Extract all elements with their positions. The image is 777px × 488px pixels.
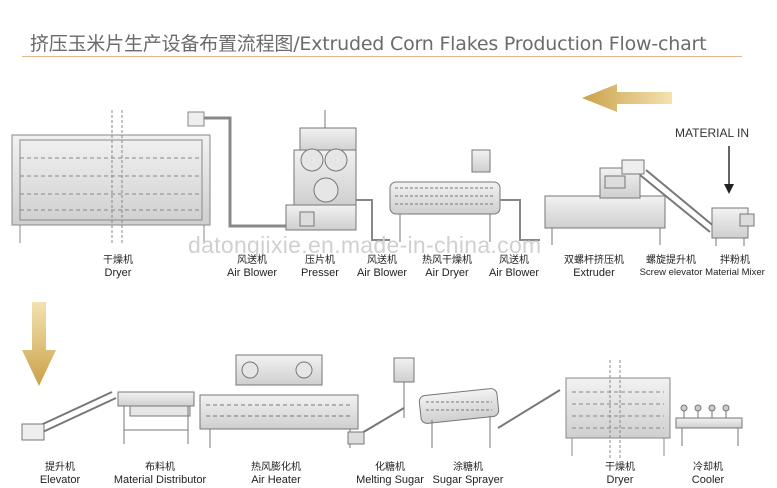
- title-divider: [22, 56, 742, 57]
- label-dryer-2: 干燥机 Dryer: [605, 462, 635, 486]
- label-material-mixer: 拌粉机 Material Mixer: [705, 255, 765, 279]
- material-distributor-icon: [117, 391, 195, 444]
- label-extruder: 双螺杆挤压机 Extruder: [564, 255, 624, 279]
- label-melting-sugar-cn: 化糖机: [375, 462, 405, 473]
- label-sugar-sprayer-en: Sugar Sprayer: [432, 474, 504, 486]
- label-cooler: 冷却机 Cooler: [692, 462, 724, 486]
- air-pipe-2: [356, 199, 390, 241]
- label-air-dryer-en: Air Dryer: [425, 267, 469, 279]
- label-air-heater: 热风膨化机 Air Heater: [251, 462, 301, 486]
- label-presser-cn: 压片机: [305, 255, 335, 266]
- label-dryer-en: Dryer: [104, 267, 132, 279]
- air-heater-machine-icon: [199, 354, 359, 448]
- label-cooler-en: Cooler: [691, 474, 725, 486]
- label-dryer-cn: 干燥机: [103, 255, 133, 266]
- label-material-mixer-en: Material Mixer: [705, 267, 765, 278]
- label-presser-en: Presser: [301, 267, 339, 279]
- cooler-machine-icon: [675, 404, 743, 446]
- dryer-2-machine-icon: [565, 360, 671, 460]
- screw-elevator-icon: [621, 159, 717, 233]
- material-in-label: MATERIAL IN: [675, 126, 750, 140]
- label-screw-elevator-cn: 螺旋提升机: [646, 255, 696, 266]
- label-material-distributor-cn: 布料机: [145, 462, 175, 473]
- page-title: 挤压玉米片生产设备布置流程图/Extruded Corn Flakes Prod…: [30, 33, 707, 55]
- dryer-machine-icon: [11, 110, 211, 243]
- label-air-heater-cn: 热风膨化机: [251, 462, 301, 473]
- sugar-sprayer-machine-icon: [418, 388, 500, 448]
- label-dryer: 干燥机 Dryer: [103, 255, 133, 279]
- melting-sugar-machine-icon: [347, 357, 415, 445]
- label-material-mixer-cn: 拌粉机: [720, 255, 750, 266]
- label-air-blower-1-cn: 风送机: [237, 255, 267, 266]
- label-sugar-sprayer: 涂糖机 Sugar Sprayer: [433, 462, 504, 486]
- label-air-blower-3-en: Air Blower: [488, 267, 540, 279]
- label-extruder-cn: 双螺杆挤压机: [564, 255, 624, 266]
- label-material-distributor-en: Material Distributor: [113, 474, 207, 486]
- label-air-blower-3-cn: 风送机: [499, 255, 529, 266]
- label-air-blower-2: 风送机 Air Blower: [357, 255, 407, 279]
- label-dryer-2-en: Dryer: [606, 474, 634, 486]
- label-air-blower-2-en: Air Blower: [356, 267, 408, 279]
- flow-arrow-down-icon: [22, 302, 56, 386]
- label-elevator-cn: 提升机: [44, 462, 75, 473]
- material-mixer-icon: [711, 207, 755, 246]
- label-screw-elevator: 螺旋提升机 Screw elevator: [640, 255, 703, 279]
- watermark: datongjixie.en.made-in-china.com: [188, 232, 542, 258]
- flow-arrow-left-icon: [582, 84, 672, 112]
- label-melting-sugar: 化糖机 Melting Sugar: [356, 462, 424, 486]
- label-melting-sugar-en: Melting Sugar: [356, 474, 424, 486]
- extruder-machine-icon: [544, 167, 666, 245]
- label-sugar-sprayer-cn: 涂糖机: [453, 462, 483, 473]
- label-dryer-2-cn: 干燥机: [605, 462, 635, 473]
- label-air-blower-2-cn: 风送机: [367, 255, 397, 266]
- air-pipe-1: [204, 116, 290, 228]
- label-elevator-en: Elevator: [39, 474, 81, 486]
- label-air-blower-3: 风送机 Air Blower: [489, 255, 539, 279]
- air-dryer-machine-icon: [389, 149, 501, 242]
- label-air-heater-en: Air Heater: [251, 474, 301, 486]
- label-air-blower-1: 风送机 Air Blower: [227, 255, 277, 279]
- presser-machine-icon: [285, 110, 357, 231]
- label-air-dryer: 热风干燥机 Air Dryer: [422, 255, 472, 279]
- elevator-machine-icon: [21, 391, 117, 441]
- conveyor-to-dryer: [497, 389, 561, 429]
- label-air-dryer-cn: 热风干燥机: [422, 255, 472, 266]
- air-pipe-3: [500, 199, 540, 241]
- label-elevator: 提升机 Elevator: [40, 462, 80, 486]
- label-extruder-en: Extruder: [573, 267, 615, 279]
- label-air-blower-1-en: Air Blower: [226, 267, 278, 279]
- label-cooler-cn: 冷却机: [693, 462, 723, 473]
- label-material-distributor: 布料机 Material Distributor: [114, 462, 206, 486]
- material-in-arrow-icon: [724, 146, 734, 194]
- label-presser: 压片机 Presser: [301, 255, 339, 279]
- label-screw-elevator-en: Screw elevator: [639, 267, 703, 278]
